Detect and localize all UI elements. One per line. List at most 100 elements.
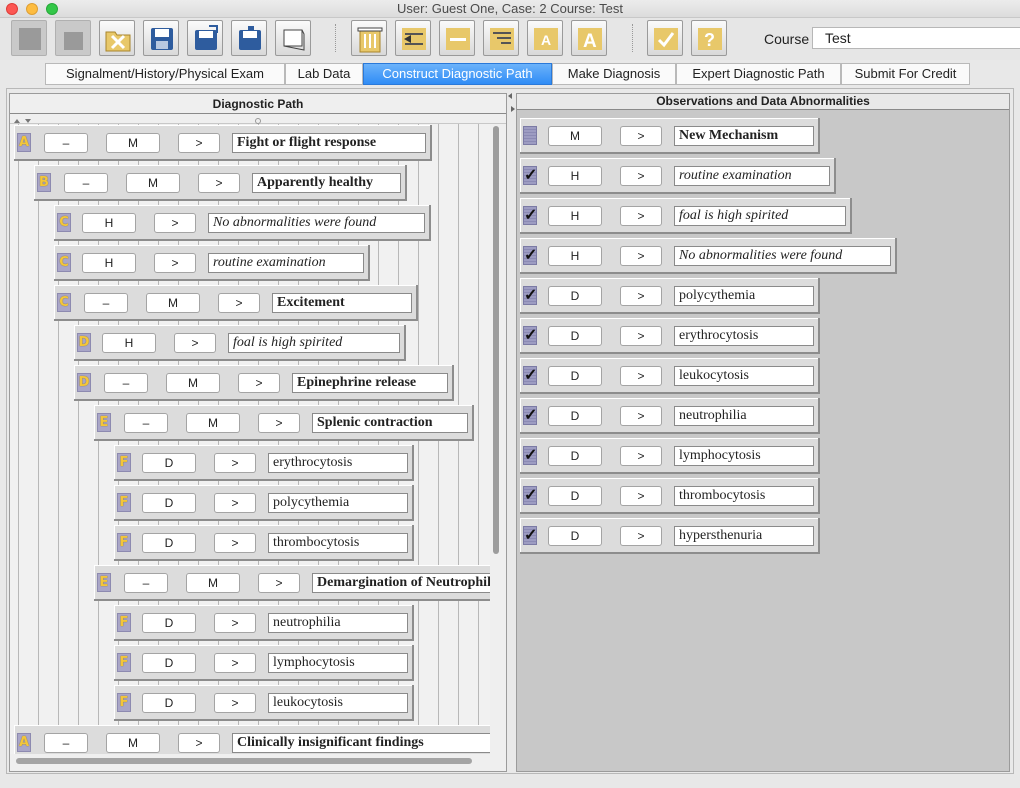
node-label[interactable]: New Mechanism bbox=[674, 126, 814, 146]
tab-make-diagnosis[interactable]: Make Diagnosis bbox=[552, 63, 676, 85]
checkbox-icon[interactable] bbox=[523, 126, 537, 145]
type-button[interactable]: M bbox=[186, 573, 240, 593]
move-button[interactable]: > bbox=[178, 733, 220, 753]
move-button[interactable]: > bbox=[214, 693, 256, 713]
move-button[interactable]: > bbox=[258, 413, 300, 433]
observations-area[interactable]: M>New Mechanism✓H>routine examination✓H>… bbox=[517, 110, 1009, 770]
type-button[interactable]: M bbox=[106, 733, 160, 753]
node-label[interactable]: thrombocytosis bbox=[268, 533, 408, 553]
node-label[interactable]: erythrocytosis bbox=[674, 326, 814, 346]
type-button[interactable]: D bbox=[548, 286, 602, 306]
node-label[interactable]: routine examination bbox=[674, 166, 831, 186]
checkbox-icon[interactable]: ✓ bbox=[523, 166, 538, 185]
tab-signalment-history-physical-exam[interactable]: Signalment/History/Physical Exam bbox=[45, 63, 285, 85]
type-button[interactable]: H bbox=[548, 246, 602, 266]
type-button[interactable]: H bbox=[82, 253, 136, 273]
type-button[interactable]: D bbox=[548, 326, 602, 346]
type-button[interactable]: D bbox=[548, 406, 602, 426]
checkbox-icon[interactable]: ✓ bbox=[523, 486, 538, 505]
type-button[interactable]: D bbox=[548, 526, 602, 546]
path-node-row[interactable]: E–M>Splenic contraction bbox=[94, 405, 475, 441]
node-label[interactable]: neutrophilia bbox=[268, 613, 408, 633]
node-label[interactable]: leukocytosis bbox=[268, 693, 408, 713]
node-label[interactable]: foal is high spirited bbox=[674, 206, 846, 226]
type-button[interactable]: D bbox=[548, 446, 602, 466]
type-button[interactable]: D bbox=[548, 366, 602, 386]
path-node-row[interactable]: A–M>Clinically insignificant findings bbox=[14, 725, 490, 754]
move-button[interactable]: > bbox=[620, 166, 662, 186]
node-label[interactable]: neutrophilia bbox=[674, 406, 814, 426]
node-label[interactable]: leukocytosis bbox=[674, 366, 814, 386]
type-button[interactable]: M bbox=[548, 126, 602, 146]
move-button[interactable]: > bbox=[214, 653, 256, 673]
help-button[interactable]: ? bbox=[691, 20, 727, 56]
node-label[interactable]: No abnormalities were found bbox=[208, 213, 426, 233]
type-button[interactable]: M bbox=[146, 293, 200, 313]
move-button[interactable]: > bbox=[620, 326, 662, 346]
collapse-button[interactable]: – bbox=[124, 573, 168, 593]
observation-row[interactable]: M>New Mechanism bbox=[520, 118, 820, 154]
observation-row[interactable]: ✓D>lymphocytosis bbox=[520, 438, 820, 474]
tab-construct-diagnostic-path[interactable]: Construct Diagnostic Path bbox=[363, 63, 552, 85]
move-button[interactable]: > bbox=[178, 133, 220, 153]
observation-row[interactable]: ✓H>routine examination bbox=[520, 158, 837, 194]
outdent-button[interactable] bbox=[395, 20, 431, 56]
move-button[interactable]: > bbox=[620, 366, 662, 386]
node-label[interactable]: Fight or flight response bbox=[232, 133, 427, 153]
observation-row[interactable]: ✓H>foal is high spirited bbox=[520, 198, 852, 234]
type-button[interactable]: M bbox=[166, 373, 220, 393]
window-zoom-button[interactable] bbox=[46, 3, 58, 15]
observation-row[interactable]: ✓D>thrombocytosis bbox=[520, 478, 820, 514]
ruler-arrows-icon[interactable] bbox=[10, 116, 507, 126]
move-button[interactable]: > bbox=[620, 406, 662, 426]
collapse-button[interactable]: – bbox=[104, 373, 148, 393]
checkbox-icon[interactable]: ✓ bbox=[523, 366, 538, 385]
course-field[interactable]: Test bbox=[812, 27, 1020, 49]
checkbox-icon[interactable]: ✓ bbox=[523, 206, 538, 225]
type-button[interactable]: H bbox=[102, 333, 156, 353]
move-button[interactable]: > bbox=[214, 613, 256, 633]
vertical-scrollbar[interactable] bbox=[493, 126, 499, 554]
node-label[interactable]: polycythemia bbox=[268, 493, 408, 513]
type-button[interactable]: H bbox=[82, 213, 136, 233]
path-node-row[interactable]: C–M>Excitement bbox=[54, 285, 418, 321]
node-label[interactable]: Demargination of Neutrophils bbox=[312, 573, 490, 593]
type-button[interactable]: D bbox=[142, 453, 196, 473]
split-pane-divider[interactable] bbox=[507, 93, 516, 133]
collapse-button[interactable]: – bbox=[44, 733, 88, 753]
tab-submit-for-credit[interactable]: Submit For Credit bbox=[841, 63, 970, 85]
move-button[interactable]: > bbox=[214, 453, 256, 473]
node-label[interactable]: lymphocytosis bbox=[268, 653, 408, 673]
save-as-button[interactable] bbox=[187, 20, 223, 56]
node-label[interactable]: Apparently healthy bbox=[252, 173, 401, 193]
node-label[interactable]: routine examination bbox=[208, 253, 365, 273]
type-button[interactable]: M bbox=[186, 413, 240, 433]
node-label[interactable]: erythrocytosis bbox=[268, 453, 408, 473]
type-button[interactable]: D bbox=[142, 653, 196, 673]
move-button[interactable]: > bbox=[620, 526, 662, 546]
observation-row[interactable]: ✓D>hypersthenuria bbox=[520, 518, 820, 554]
move-button[interactable]: > bbox=[198, 173, 240, 193]
node-label[interactable]: Excitement bbox=[272, 293, 412, 313]
node-label[interactable]: foal is high spirited bbox=[228, 333, 400, 353]
move-button[interactable]: > bbox=[154, 213, 196, 233]
checkbox-icon[interactable]: ✓ bbox=[523, 446, 538, 465]
type-button[interactable]: D bbox=[142, 693, 196, 713]
checkbox-icon[interactable]: ✓ bbox=[523, 246, 538, 265]
type-button[interactable]: D bbox=[142, 533, 196, 553]
type-button[interactable]: H bbox=[548, 206, 602, 226]
save-copy-button[interactable] bbox=[231, 20, 267, 56]
observation-row[interactable]: ✓D>erythrocytosis bbox=[520, 318, 820, 354]
collapse-button[interactable]: – bbox=[124, 413, 168, 433]
minus-button[interactable] bbox=[439, 20, 475, 56]
font-larger-button[interactable]: A bbox=[571, 20, 607, 56]
move-button[interactable]: > bbox=[154, 253, 196, 273]
move-button[interactable]: > bbox=[620, 286, 662, 306]
node-label[interactable]: Epinephrine release bbox=[292, 373, 449, 393]
